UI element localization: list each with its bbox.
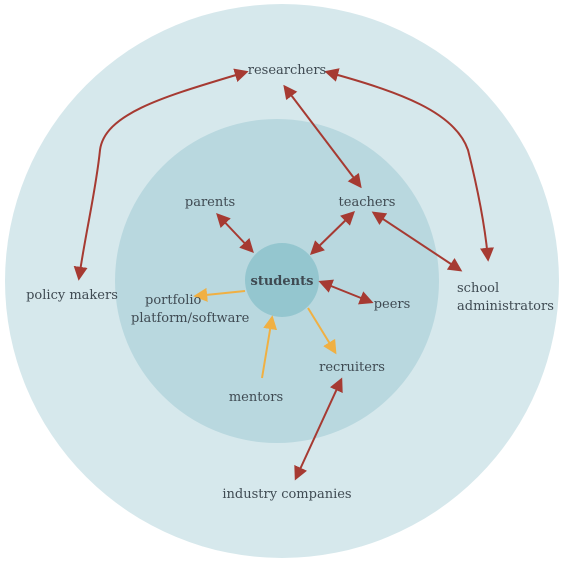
label-school-line1: school xyxy=(457,281,499,296)
arrow-teachers-students xyxy=(309,211,356,255)
label-school-line2: administrators xyxy=(457,299,554,314)
label-researchers: researchers xyxy=(248,63,326,78)
students-node xyxy=(245,243,319,317)
arrow-researchers-teachers xyxy=(283,84,362,189)
arrow-mentors-students xyxy=(261,315,278,379)
label-recruiters: recruiters xyxy=(319,360,385,375)
label-peers: peers xyxy=(374,297,411,312)
label-teachers: teachers xyxy=(339,195,396,210)
label-mentors: mentors xyxy=(229,390,283,405)
label-students: students xyxy=(251,274,314,289)
label-industry-companies: industry companies xyxy=(222,487,351,502)
label-parents: parents xyxy=(185,195,235,210)
arrow-students-recruiters xyxy=(307,307,337,355)
arrow-teachers-school xyxy=(371,211,463,272)
arrow-researchers-school xyxy=(324,68,494,262)
arrow-researchers-policy xyxy=(73,68,249,281)
arrow-students-portfolio xyxy=(193,287,246,302)
arrow-recruiters-industry xyxy=(294,377,343,481)
arrow-students-peers xyxy=(318,279,374,305)
label-policy-makers: policy makers xyxy=(26,288,118,303)
label-portfolio-line1: portfolio xyxy=(145,293,202,308)
label-portfolio-line2: platform/software xyxy=(131,311,250,326)
arrow-parents-students xyxy=(216,212,254,254)
